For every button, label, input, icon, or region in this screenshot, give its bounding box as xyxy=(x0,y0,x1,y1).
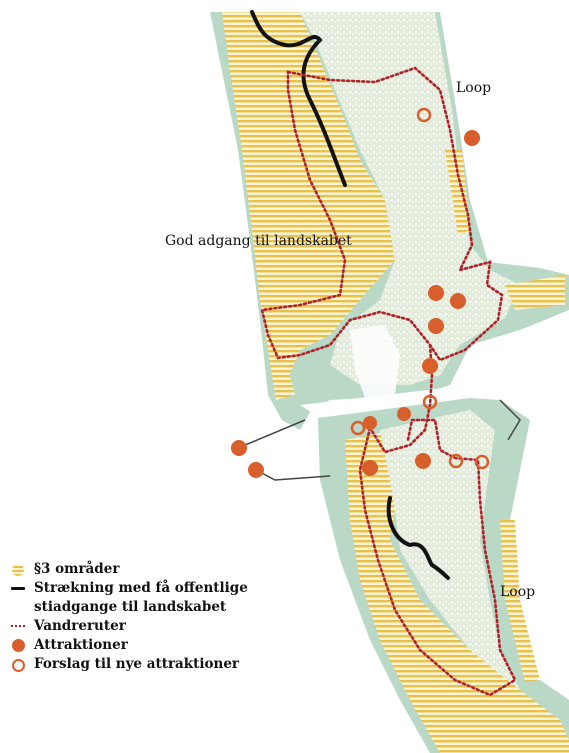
good-access-label: God adgang til landskabet xyxy=(165,233,352,249)
north-protected-area xyxy=(222,12,395,400)
attraction-marker[interactable] xyxy=(248,462,264,478)
south-protected-area xyxy=(345,430,569,753)
attraction-marker[interactable] xyxy=(231,440,247,456)
proposed-attraction-marker[interactable] xyxy=(448,453,464,469)
loop-label-north: Loop xyxy=(456,80,492,96)
attraction-marker[interactable] xyxy=(464,130,480,146)
few-access-line-north xyxy=(250,10,347,187)
legend-text: Vandreruter xyxy=(34,618,126,634)
few-access-line-south xyxy=(386,496,450,580)
hatched-circle-icon xyxy=(12,564,24,576)
attraction-marker[interactable] xyxy=(428,285,444,301)
black-line-icon xyxy=(11,587,25,590)
legend-item-routes: Vandreruter xyxy=(8,617,338,636)
pier-west xyxy=(237,419,306,449)
legend-text: §3 områder xyxy=(34,561,120,577)
map-legend: §3 områder Strækning med få offentlige s… xyxy=(8,560,338,674)
pier-south xyxy=(255,469,331,481)
attraction-marker[interactable] xyxy=(450,293,466,309)
proposed-attraction-marker[interactable] xyxy=(422,394,438,410)
attraction-marker[interactable] xyxy=(362,460,378,476)
legend-item-attractions: Attraktioner xyxy=(8,636,338,655)
north-east-protected-2 xyxy=(505,275,565,310)
hiking-route-link xyxy=(368,343,434,454)
attraction-marker[interactable] xyxy=(428,318,444,334)
attraction-marker[interactable] xyxy=(422,358,438,374)
south-urban-area xyxy=(380,410,520,690)
harbour-basin xyxy=(350,325,400,398)
legend-text: stiadgange til landskabet xyxy=(34,599,227,615)
legend-text: Forslag til nye attraktioner xyxy=(34,656,240,672)
attraction-marker[interactable] xyxy=(415,453,431,469)
harbour-channel xyxy=(300,385,470,418)
loop-label-south: Loop xyxy=(500,584,536,600)
legend-item-few-paths-cont: stiadgange til landskabet xyxy=(8,598,338,617)
south-east-protected xyxy=(500,520,540,682)
proposed-attraction-marker[interactable] xyxy=(474,454,490,470)
proposed-attraction-marker[interactable] xyxy=(350,420,366,436)
legend-item-protected: §3 områder xyxy=(8,560,338,579)
legend-item-proposals: Forslag til nye attraktioner xyxy=(8,655,338,674)
hiking-route-south-loop xyxy=(358,418,517,697)
attraction-marker[interactable] xyxy=(397,407,411,421)
legend-text: Strækning med få offentlige xyxy=(34,580,248,596)
pier-east xyxy=(499,399,521,441)
attraction-marker[interactable] xyxy=(363,416,377,430)
dotted-red-line-icon xyxy=(11,625,25,627)
legend-item-few-paths: Strækning med få offentlige xyxy=(8,579,338,598)
north-east-protected xyxy=(445,150,470,235)
orange-dot-icon xyxy=(12,639,25,652)
proposed-attraction-marker[interactable] xyxy=(416,107,432,123)
orange-ring-icon xyxy=(12,659,25,672)
north-urban-area xyxy=(300,12,520,385)
legend-text: Attraktioner xyxy=(34,637,128,653)
